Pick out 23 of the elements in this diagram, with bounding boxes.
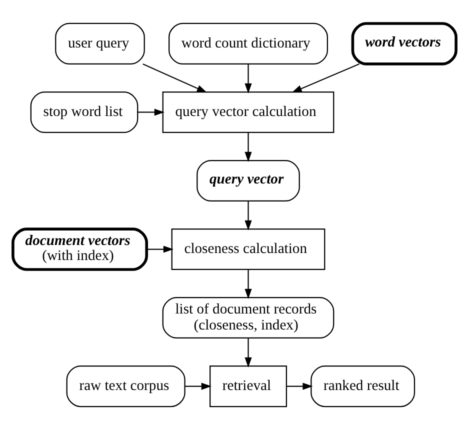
node-box: closeness calculation [171, 228, 326, 270]
arrow [244, 200, 252, 230]
node-box: query vector calculation [162, 90, 334, 132]
arrow [244, 269, 252, 298]
node-box: retrieval [210, 365, 288, 407]
node-box: query vector [196, 159, 300, 202]
node-box: word count dictionary [168, 22, 328, 64]
node-box: raw text corpus [66, 365, 186, 407]
node-box: document vectors (with index) [12, 227, 148, 270]
arrow [146, 245, 174, 252]
arrow [292, 62, 360, 92]
node-box: list of document records (closeness, index) [162, 296, 334, 338]
arrow [244, 64, 252, 93]
node-box: user query [55, 22, 145, 64]
arrow [138, 108, 164, 116]
node-box: ranked result [310, 365, 416, 407]
node-box: stop word list [30, 90, 138, 132]
arrow [244, 338, 252, 368]
arrow [286, 382, 313, 390]
node-box: word vectors [351, 22, 458, 65]
arrow [142, 63, 208, 92]
arrow [185, 382, 212, 390]
arrow [244, 132, 252, 162]
